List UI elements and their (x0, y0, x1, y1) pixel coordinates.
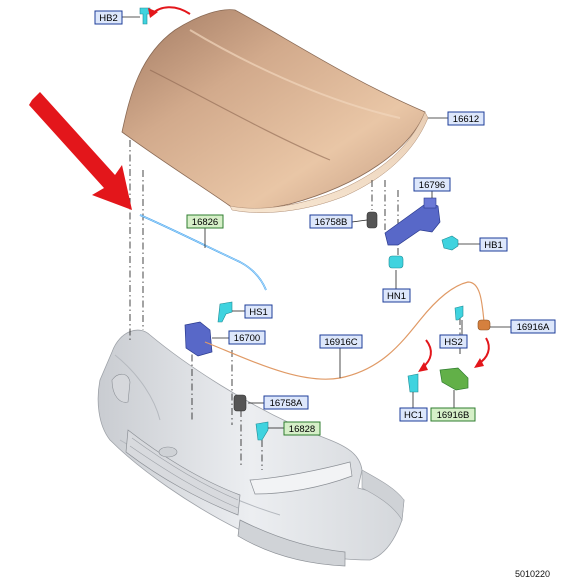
part-tag-16700: 16700 (228, 330, 266, 345)
part-label: 16826 (192, 217, 218, 228)
part-label: HC1 (404, 410, 423, 421)
grommet-16758a (233, 394, 247, 412)
part-tag-16758a: 16758A (263, 395, 309, 410)
release-cable (204, 281, 485, 380)
part-tag-16612: 16612 (447, 111, 485, 126)
curved-arrow-icon (418, 339, 432, 372)
part-tag-hn1: HN1 (382, 288, 411, 303)
part-tag-16758b: 16758B (309, 214, 353, 229)
part-label: HS1 (249, 307, 267, 318)
pointer-arrow-icon (29, 92, 132, 210)
part-tag-hs1: HS1 (244, 304, 273, 319)
part-label: 16916B (437, 410, 470, 421)
curved-arrow-icon (148, 6, 191, 18)
handle-screw-hs2 (454, 305, 464, 321)
front-bumper (97, 329, 405, 567)
clip-16828 (255, 421, 269, 441)
part-tag-16796: 16796 (413, 177, 451, 192)
part-label: HB1 (484, 240, 502, 251)
part-label: 16828 (289, 424, 315, 435)
part-label: 16916C (324, 337, 357, 348)
hood-panel (121, 9, 429, 213)
part-label: 16700 (234, 333, 260, 344)
cable-clip-hc1 (407, 373, 419, 393)
part-label: HN1 (387, 291, 406, 302)
part-label: 16612 (453, 114, 479, 125)
prop-rod (139, 214, 267, 291)
leader-lines (122, 16, 511, 429)
part-tag-hb2: HB2 (94, 10, 123, 25)
part-label: HS2 (444, 337, 462, 348)
part-tag-16916a: 16916A (510, 319, 556, 334)
part-label: 16796 (419, 180, 445, 191)
cable-bracket (439, 367, 469, 391)
hood-hinge (384, 197, 441, 246)
part-tag-16826: 16826 (186, 214, 224, 229)
part-tag-hc1: HC1 (399, 407, 428, 422)
hinge-nut-hn1 (388, 255, 404, 269)
curved-arrow-icon (474, 337, 490, 368)
reference-number: 5010220 (515, 569, 550, 579)
release-handle (477, 319, 491, 331)
hood-latch (184, 321, 213, 357)
part-label: 16916A (517, 322, 550, 333)
part-label: 16758A (270, 398, 303, 409)
latch-screw-hs1 (217, 301, 233, 323)
part-tag-16828: 16828 (283, 421, 321, 436)
part-tag-16916c: 16916C (319, 334, 363, 349)
hinge-bolt-hb1 (441, 235, 459, 251)
part-tag-hb1: HB1 (479, 237, 508, 252)
part-tag-hs2: HS2 (439, 334, 468, 349)
part-tag-16916b: 16916B (430, 407, 476, 422)
grommet-16758b (366, 211, 378, 229)
part-label: 16758B (315, 217, 348, 228)
part-label: HB2 (99, 13, 117, 24)
